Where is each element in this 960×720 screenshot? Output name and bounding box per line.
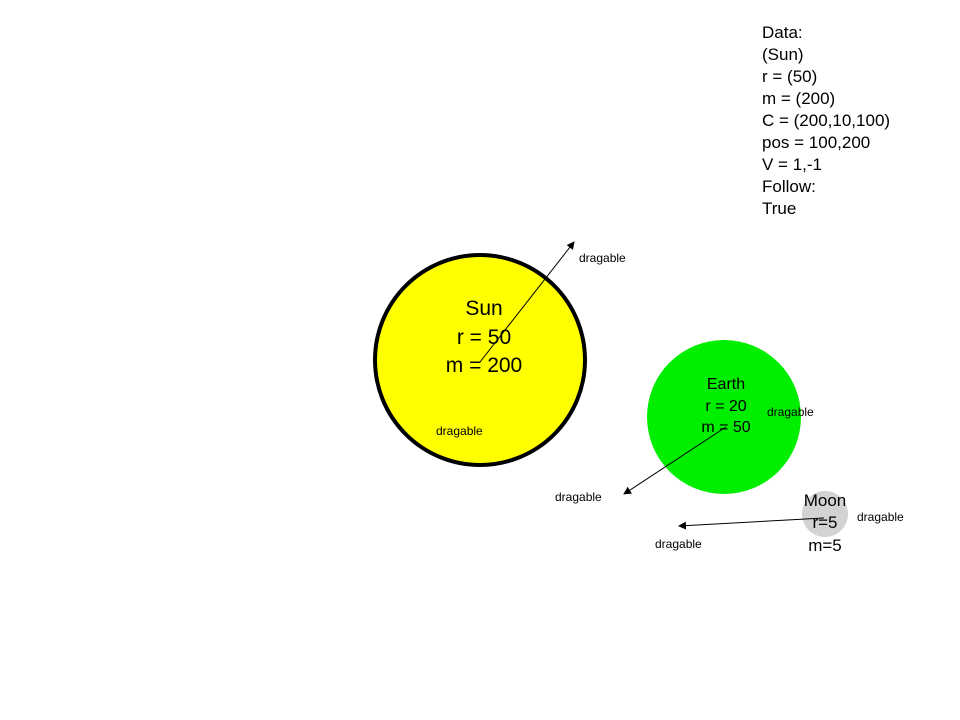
data-panel-line: m = (200) <box>762 89 836 108</box>
earth-vector-drag-label: dragable <box>555 490 602 504</box>
moon-velocity-vector[interactable]: dragable <box>655 517 825 551</box>
earth-circle[interactable] <box>647 340 801 494</box>
data-panel-line: Follow: <box>762 177 816 196</box>
moon-drag-label: dragable <box>857 510 904 524</box>
earth-velocity-arrow[interactable] <box>623 426 727 495</box>
sun-velocity-vector[interactable]: dragable <box>479 241 626 363</box>
moon-vector-drag-label: dragable <box>655 537 702 551</box>
sun-name-label: Sun <box>465 297 502 320</box>
data-panel-line: Data: <box>762 23 803 42</box>
sun-body[interactable]: Sun r = 50 m = 200 dragable <box>373 253 587 467</box>
moon-radius-label: r=5 <box>812 513 837 532</box>
moon-velocity-arrow[interactable] <box>678 517 825 530</box>
earth-velocity-vector[interactable]: dragable <box>555 426 727 504</box>
data-panel-line: True <box>762 199 797 218</box>
data-panel-line: V = 1,-1 <box>762 155 823 174</box>
moon-name-label: Moon <box>804 491 847 510</box>
data-panel-line: (Sun) <box>762 45 804 64</box>
sun-vector-drag-label: dragable <box>579 251 626 265</box>
earth-drag-label: dragable <box>767 405 814 419</box>
sun-drag-label: dragable <box>436 424 483 438</box>
sun-mass-label: m = 200 <box>446 354 522 377</box>
data-panel: Data: (Sun) r = (50) m = (200) C = (200,… <box>762 22 890 220</box>
earth-name-label: Earth <box>707 376 745 393</box>
moon-mass-label: m=5 <box>808 536 842 555</box>
sun-velocity-arrow[interactable] <box>479 241 575 363</box>
data-panel-line: pos = 100,200 <box>762 133 871 152</box>
data-panel-line: C = (200,10,100) <box>762 111 891 130</box>
earth-radius-label: r = 20 <box>705 398 746 415</box>
sun-circle[interactable] <box>373 253 587 467</box>
data-panel-line: r = (50) <box>762 67 818 86</box>
sun-radius-label: r = 50 <box>457 326 511 349</box>
moon-body[interactable]: Moon r=5 m=5 dragable <box>802 491 904 555</box>
moon-circle[interactable] <box>802 491 848 537</box>
earth-body[interactable]: Earth r = 20 m = 50 dragable <box>647 340 814 494</box>
